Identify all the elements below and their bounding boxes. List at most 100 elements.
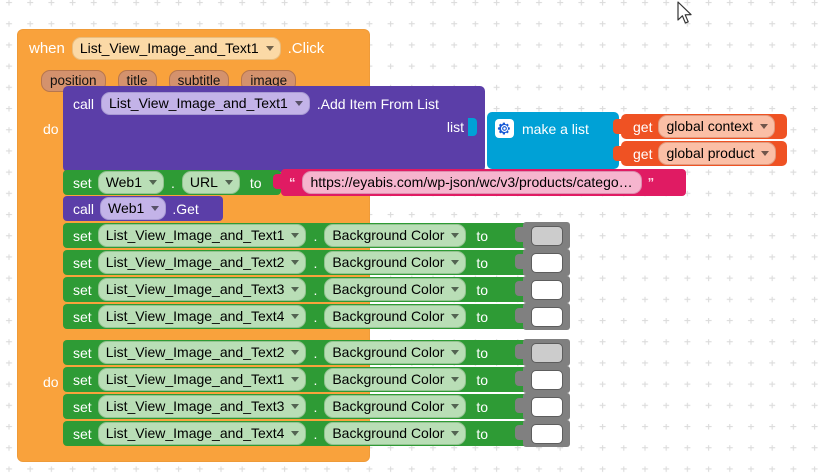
socket-plug-icon: [515, 281, 524, 296]
color-socket[interactable]: [515, 249, 570, 276]
global-variable-dropdown-product[interactable]: global product: [658, 142, 777, 165]
color-socket[interactable]: [515, 366, 570, 393]
set-background-color-block[interactable]: set List_View_Image_and_Text2. Background …: [63, 249, 570, 276]
color-swatch[interactable]: [530, 423, 563, 444]
setter-component-label: List_View_Image_and_Text2: [105, 344, 285, 360]
event-component-label: List_View_Image_and_Text1: [79, 40, 259, 56]
color-swatch[interactable]: [530, 342, 563, 363]
setter-component-dropdown[interactable]: List_View_Image_and_Text1: [97, 368, 307, 391]
setter-property-label: Background Color: [332, 254, 445, 270]
set-web1-url-block[interactable]: set Web1 . URL to: [63, 170, 281, 195]
call-list-socket[interactable]: list: [447, 118, 477, 136]
color-swatch[interactable]: [530, 225, 563, 246]
call-add-item-from-list-block[interactable]: call List_View_Image_and_Text1 .Add Item…: [63, 86, 485, 172]
set-keyword: set: [73, 254, 92, 271]
call-add-item-header: call List_View_Image_and_Text1 .Add Item…: [73, 92, 439, 115]
setter-property-dropdown[interactable]: Background Color: [324, 422, 467, 445]
setter-property-label: Background Color: [332, 425, 445, 441]
set-keyword: set: [73, 308, 92, 325]
event-component-dropdown[interactable]: List_View_Image_and_Text1: [71, 37, 281, 60]
socket-plug-icon: [515, 371, 524, 386]
make-a-list-block[interactable]: make a list: [487, 112, 619, 169]
setter-component-dropdown[interactable]: List_View_Image_and_Text4: [97, 422, 307, 445]
set-url-property-dropdown[interactable]: URL: [181, 171, 240, 194]
setter-property-label: Background Color: [332, 281, 445, 297]
url-text-input[interactable]: https://eyabis.com/wp-json/wc/v3/product…: [301, 171, 642, 194]
text-string-block-url[interactable]: “ https://eyabis.com/wp-json/wc/v3/produ…: [273, 169, 686, 196]
to-label: to: [476, 398, 489, 415]
setter-property-dropdown[interactable]: Background Color: [324, 341, 467, 364]
global-variable-dropdown-context[interactable]: global context: [658, 115, 775, 138]
dot-separator: .: [313, 308, 318, 325]
color-socket[interactable]: [515, 339, 570, 366]
gear-icon[interactable]: [495, 119, 514, 138]
color-swatch[interactable]: [530, 396, 563, 417]
setter-component-dropdown[interactable]: List_View_Image_and_Text2: [97, 341, 307, 364]
setter-component-dropdown[interactable]: List_View_Image_and_Text3: [97, 395, 307, 418]
get-keyword: get: [633, 118, 653, 135]
setter-property-label: Background Color: [332, 227, 445, 243]
setter-property-label: Background Color: [332, 371, 445, 387]
do-label-second: do: [43, 374, 59, 390]
setter-component-label: List_View_Image_and_Text3: [105, 398, 285, 414]
setter-component-dropdown[interactable]: List_View_Image_and_Text2: [97, 251, 307, 274]
color-swatch[interactable]: [530, 369, 563, 390]
call-keyword: call: [73, 200, 95, 217]
setter-property-dropdown[interactable]: Background Color: [324, 224, 467, 247]
color-socket[interactable]: [515, 393, 570, 420]
call-component-label: List_View_Image_and_Text1: [109, 95, 288, 111]
call-get-component-dropdown[interactable]: Web1: [100, 197, 167, 220]
get-keyword: get: [633, 145, 653, 162]
call-component-dropdown[interactable]: List_View_Image_and_Text1: [101, 92, 310, 115]
set-background-color-block[interactable]: set List_View_Image_and_Text1. Background …: [63, 366, 570, 393]
to-label: to: [476, 227, 489, 244]
get-global-context-block[interactable]: get global context: [613, 114, 787, 139]
chevron-down-icon: [151, 205, 160, 211]
chevron-down-icon: [294, 100, 303, 106]
call-method-label: .Add Item From List: [316, 95, 439, 112]
color-swatch[interactable]: [530, 279, 563, 300]
chevron-down-icon: [759, 123, 768, 129]
chevron-down-icon: [451, 286, 460, 292]
chevron-down-icon: [451, 232, 460, 238]
chevron-down-icon: [291, 349, 300, 355]
dot-separator: .: [171, 174, 175, 191]
setter-property-dropdown[interactable]: Background Color: [324, 278, 467, 301]
setter-property-dropdown[interactable]: Background Color: [324, 368, 467, 391]
color-socket[interactable]: [515, 303, 570, 330]
setter-component-label: List_View_Image_and_Text1: [105, 227, 285, 243]
color-swatch[interactable]: [530, 252, 563, 273]
chevron-down-icon: [451, 259, 460, 265]
chevron-down-icon: [451, 313, 460, 319]
chevron-down-icon: [291, 259, 300, 265]
setter-component-dropdown[interactable]: List_View_Image_and_Text3: [97, 278, 307, 301]
call-keyword: call: [73, 95, 95, 112]
to-label: to: [476, 371, 489, 388]
chevron-down-icon: [291, 232, 300, 238]
set-url-component-dropdown[interactable]: Web1: [97, 171, 165, 194]
color-socket[interactable]: [515, 276, 570, 303]
color-swatch[interactable]: [530, 306, 563, 327]
dot-separator: .: [313, 254, 318, 271]
color-socket[interactable]: [515, 420, 570, 447]
setter-component-dropdown[interactable]: List_View_Image_and_Text1: [97, 224, 307, 247]
setter-component-dropdown[interactable]: List_View_Image_and_Text4: [97, 305, 307, 328]
call-web1-get-block[interactable]: call Web1 .Get: [63, 196, 223, 221]
chevron-down-icon: [291, 286, 300, 292]
set-background-color-block[interactable]: set List_View_Image_and_Text4. Background …: [63, 303, 570, 330]
setter-component-label: List_View_Image_and_Text4: [105, 308, 285, 324]
color-socket[interactable]: [515, 222, 570, 249]
get-global-product-block[interactable]: get global product: [613, 141, 787, 166]
set-keyword: set: [73, 371, 92, 388]
setter-property-dropdown[interactable]: Background Color: [324, 305, 467, 328]
setter-component-label: List_View_Image_and_Text2: [105, 254, 285, 270]
chevron-down-icon: [291, 376, 300, 382]
setter-property-dropdown[interactable]: Background Color: [324, 251, 467, 274]
dot-separator: .: [313, 371, 318, 388]
setter-property-dropdown[interactable]: Background Color: [324, 395, 467, 418]
